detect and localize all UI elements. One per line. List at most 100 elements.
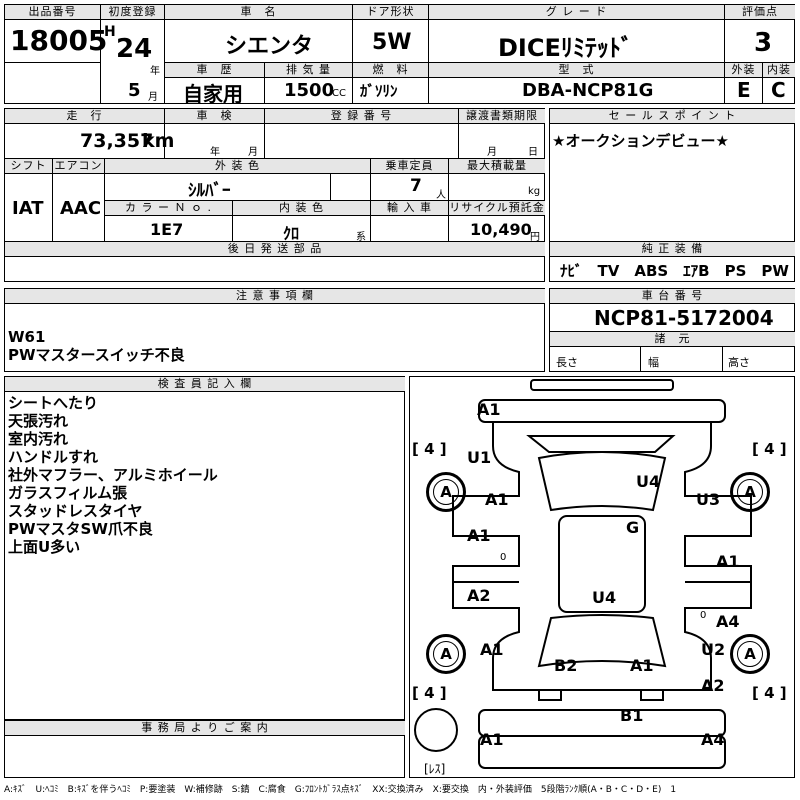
aircon-header: エアコン bbox=[53, 159, 104, 174]
int-color-unit: 系 bbox=[356, 232, 366, 243]
damage-zero-2: 0 bbox=[700, 610, 707, 621]
doors-header: ドア形状 bbox=[353, 5, 428, 20]
damage-a1-bumper-left: A1 bbox=[480, 730, 504, 749]
caution-lines: W61 PWマスタースイッチ不良 bbox=[8, 328, 185, 364]
displacement-header: 排 気 量 bbox=[265, 63, 352, 78]
color-no-value: 1E7 bbox=[150, 220, 184, 239]
capacity-unit: 人 bbox=[436, 190, 446, 201]
history-header: 車 歴 bbox=[165, 63, 264, 78]
inspector-line: 上面U多い bbox=[8, 538, 81, 556]
import-header: 輸 入 車 bbox=[371, 201, 448, 216]
mileage-value: 73,357 bbox=[80, 130, 154, 152]
damage-a4-bumper-right: A4 bbox=[701, 730, 725, 749]
damage-b2: B2 bbox=[554, 656, 578, 675]
caution-line: W61 bbox=[8, 328, 46, 346]
wheel-front-left-mark: A bbox=[433, 479, 459, 505]
capacity-header: 乗車定員 bbox=[371, 159, 448, 174]
header-table bbox=[4, 4, 795, 104]
exterior-header: 外装 bbox=[725, 63, 762, 78]
color-no-header: カ ラ ー Ｎ ｏ . bbox=[105, 201, 232, 216]
first-reg-year: 24 bbox=[116, 34, 153, 64]
first-reg-year-unit: 年 bbox=[150, 66, 160, 77]
damage-a1-door-left: A1 bbox=[467, 526, 491, 545]
inspection-year-unit: 年 bbox=[210, 147, 220, 158]
chassis-header: 車 台 番 号 bbox=[550, 289, 795, 304]
genuine-text: ﾅﾋﾞ TV ABS ｴｱB PS PW bbox=[560, 262, 789, 280]
inspector-line: ハンドルすれ bbox=[8, 448, 99, 466]
damage-u3: U3 bbox=[696, 490, 721, 509]
chassis-value: NCP81-5172004 bbox=[594, 306, 774, 330]
reg-no-header: 登 録 番 号 bbox=[265, 109, 458, 124]
damage-a4-right: A4 bbox=[716, 612, 740, 631]
shift-header: シフト bbox=[5, 159, 52, 174]
transfer-header: 譲渡書類期限 bbox=[459, 109, 545, 124]
damage-a1-fender-left: A1 bbox=[485, 490, 509, 509]
damage-u1: U1 bbox=[467, 448, 492, 467]
inspector-lines: シートへたり 天張汚れ 室内汚れ ハンドルすれ 社外マフラー、アルミホイール ガ… bbox=[8, 394, 218, 556]
wheel-front-right-mark: A bbox=[737, 479, 763, 505]
inspector-line: スタッドレスタイヤ bbox=[8, 502, 143, 520]
exterior-value: E bbox=[737, 78, 751, 102]
wheel-rear-right: A bbox=[730, 634, 770, 674]
chassis-box bbox=[549, 288, 795, 372]
inspection-header: 車 検 bbox=[165, 109, 264, 124]
caution-line: PWマスタースイッチ不良 bbox=[8, 346, 185, 364]
damage-u4-mid: U4 bbox=[592, 588, 617, 607]
spare-tire-label: [ﾚｽ] bbox=[424, 762, 446, 776]
ext-color-value: ｼﾙﾊﾞｰ bbox=[188, 181, 231, 201]
wheel-rear-right-mark: A bbox=[737, 641, 763, 667]
inspection-month-unit: 月 bbox=[248, 147, 258, 158]
first-reg-era: H bbox=[104, 24, 116, 40]
genuine-header: 純 正 装 備 bbox=[550, 242, 795, 257]
inspector-line: 社外マフラー、アルミホイール bbox=[8, 466, 218, 484]
wheel-front-left: A bbox=[426, 472, 466, 512]
grade-header: グ レ ー ド bbox=[429, 5, 724, 20]
displacement-unit: CC bbox=[332, 88, 346, 99]
specs-width: 幅 bbox=[648, 356, 659, 369]
lot-no-value: 18005 bbox=[10, 24, 108, 57]
damage-a2-left: A2 bbox=[467, 586, 491, 605]
model-header: 型 式 bbox=[429, 63, 724, 78]
sales-point-header: セ ー ル ス ポ イ ン ト bbox=[550, 109, 795, 124]
history-value: 自家用 bbox=[183, 82, 243, 106]
spare-tire bbox=[414, 708, 458, 752]
damage-g: G bbox=[626, 518, 640, 537]
vehicle-details-table bbox=[4, 108, 545, 282]
mileage-header: 走 行 bbox=[5, 109, 164, 124]
transfer-month-unit: 月 bbox=[487, 147, 497, 158]
sales-point-box bbox=[549, 108, 795, 282]
fuel-header: 燃 料 bbox=[353, 63, 428, 78]
name-value: シエンタ bbox=[225, 34, 314, 59]
specs-length: 長さ bbox=[556, 356, 578, 369]
tread-front-left: [ 4 ] bbox=[412, 440, 447, 458]
capacity-value: 7 bbox=[410, 176, 422, 196]
doors-value: 5W bbox=[372, 30, 412, 55]
damage-a1-rear: A1 bbox=[630, 656, 654, 675]
name-header: 車 名 bbox=[165, 5, 352, 20]
later-parts-header: 後 日 発 送 部 品 bbox=[5, 242, 545, 257]
damage-front-a1: A1 bbox=[477, 400, 501, 419]
damage-u4-top: U4 bbox=[636, 472, 661, 491]
max-load-unit: kg bbox=[528, 186, 541, 197]
interior-header: 内装 bbox=[763, 63, 795, 78]
tread-rear-right: [ 4 ] bbox=[752, 684, 787, 702]
damage-a1-door-right: A1 bbox=[716, 552, 740, 571]
transfer-day-unit: 日 bbox=[528, 147, 538, 158]
damage-a2-rear-right: A2 bbox=[701, 676, 725, 695]
caution-header: 注 意 事 項 欄 bbox=[5, 289, 545, 304]
interior-value: C bbox=[771, 78, 786, 102]
damage-zero-1: 0 bbox=[500, 552, 507, 563]
recycle-header: リサイクル預託金 bbox=[449, 201, 545, 216]
specs-header: 諸 元 bbox=[550, 332, 795, 347]
recycle-unit: 円 bbox=[530, 232, 540, 243]
fuel-value: ｶﾞｿﾘﾝ bbox=[360, 82, 398, 100]
inspector-line: 室内汚れ bbox=[8, 430, 69, 448]
car-body-diagram bbox=[452, 379, 752, 769]
wheel-front-right: A bbox=[730, 472, 770, 512]
office-header: 事 務 局 よ り ご 案 内 bbox=[5, 721, 405, 736]
office-box bbox=[4, 720, 405, 778]
aircon-value: AAC bbox=[60, 198, 102, 219]
first-reg-month: 5 bbox=[128, 80, 141, 101]
damage-a1-rear-left: A1 bbox=[480, 640, 504, 659]
displacement-value: 1500 bbox=[284, 80, 335, 101]
